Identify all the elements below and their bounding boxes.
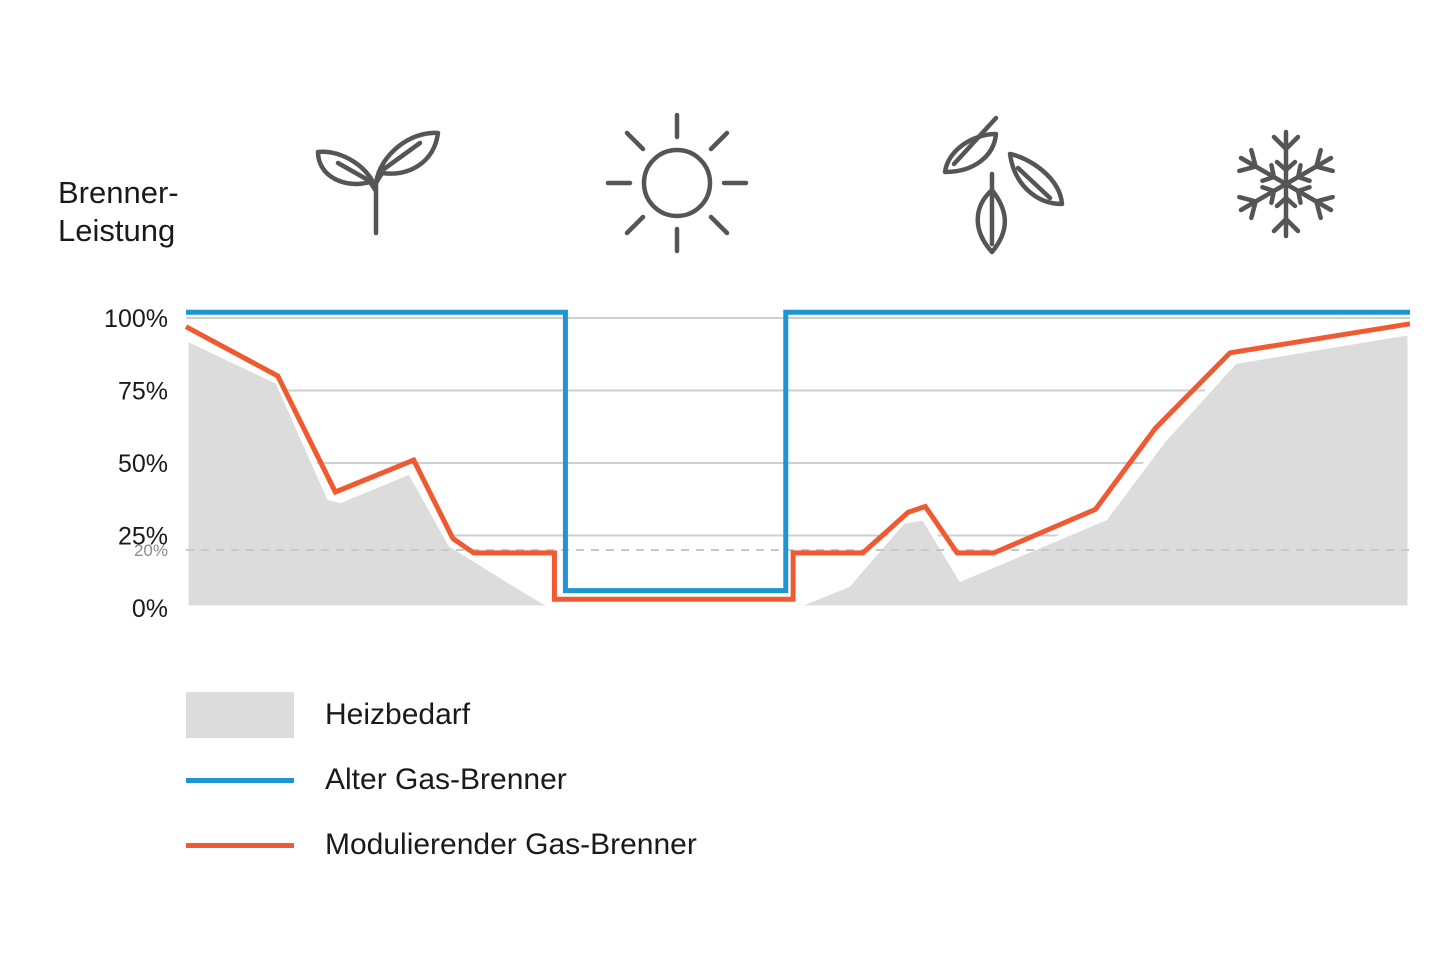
y-axis-label-line-1: Brenner- <box>58 175 179 210</box>
reference-line-label: 20% <box>134 541 168 560</box>
y-tick-label-25: 25% <box>118 523 168 551</box>
y-tick-label-0: 0% <box>132 595 168 623</box>
legend-swatch-line-orange <box>186 843 294 848</box>
series-area-heizbedarf <box>183 330 1413 611</box>
legend-swatch-area <box>186 692 294 738</box>
plant-sprout-icon <box>315 130 441 236</box>
snowflake-icon <box>1232 129 1340 240</box>
legend-label: Alter Gas-Brenner <box>325 763 567 796</box>
series-line-modulierender-gas-brenner <box>184 321 1411 602</box>
y-tick-labels: 0% 25% 50% 75% 100% <box>104 305 168 623</box>
series-line-alter-gas-brenner <box>186 309 1410 594</box>
sun-icon <box>605 112 749 254</box>
legend-swatch-line-blue <box>186 778 294 783</box>
legend-label: Heizbedarf <box>325 698 471 731</box>
y-tick-label-100: 100% <box>104 305 168 333</box>
falling-leaves-icon <box>942 115 1065 255</box>
y-tick-label-50: 50% <box>118 450 168 478</box>
y-axis-label-line-2: Leistung <box>58 213 176 248</box>
chart: 0% 25% 50% 75% 100% 20% <box>104 305 1413 623</box>
legend-label: Modulierender Gas-Brenner <box>325 828 697 861</box>
y-tick-label-75: 75% <box>118 378 168 406</box>
